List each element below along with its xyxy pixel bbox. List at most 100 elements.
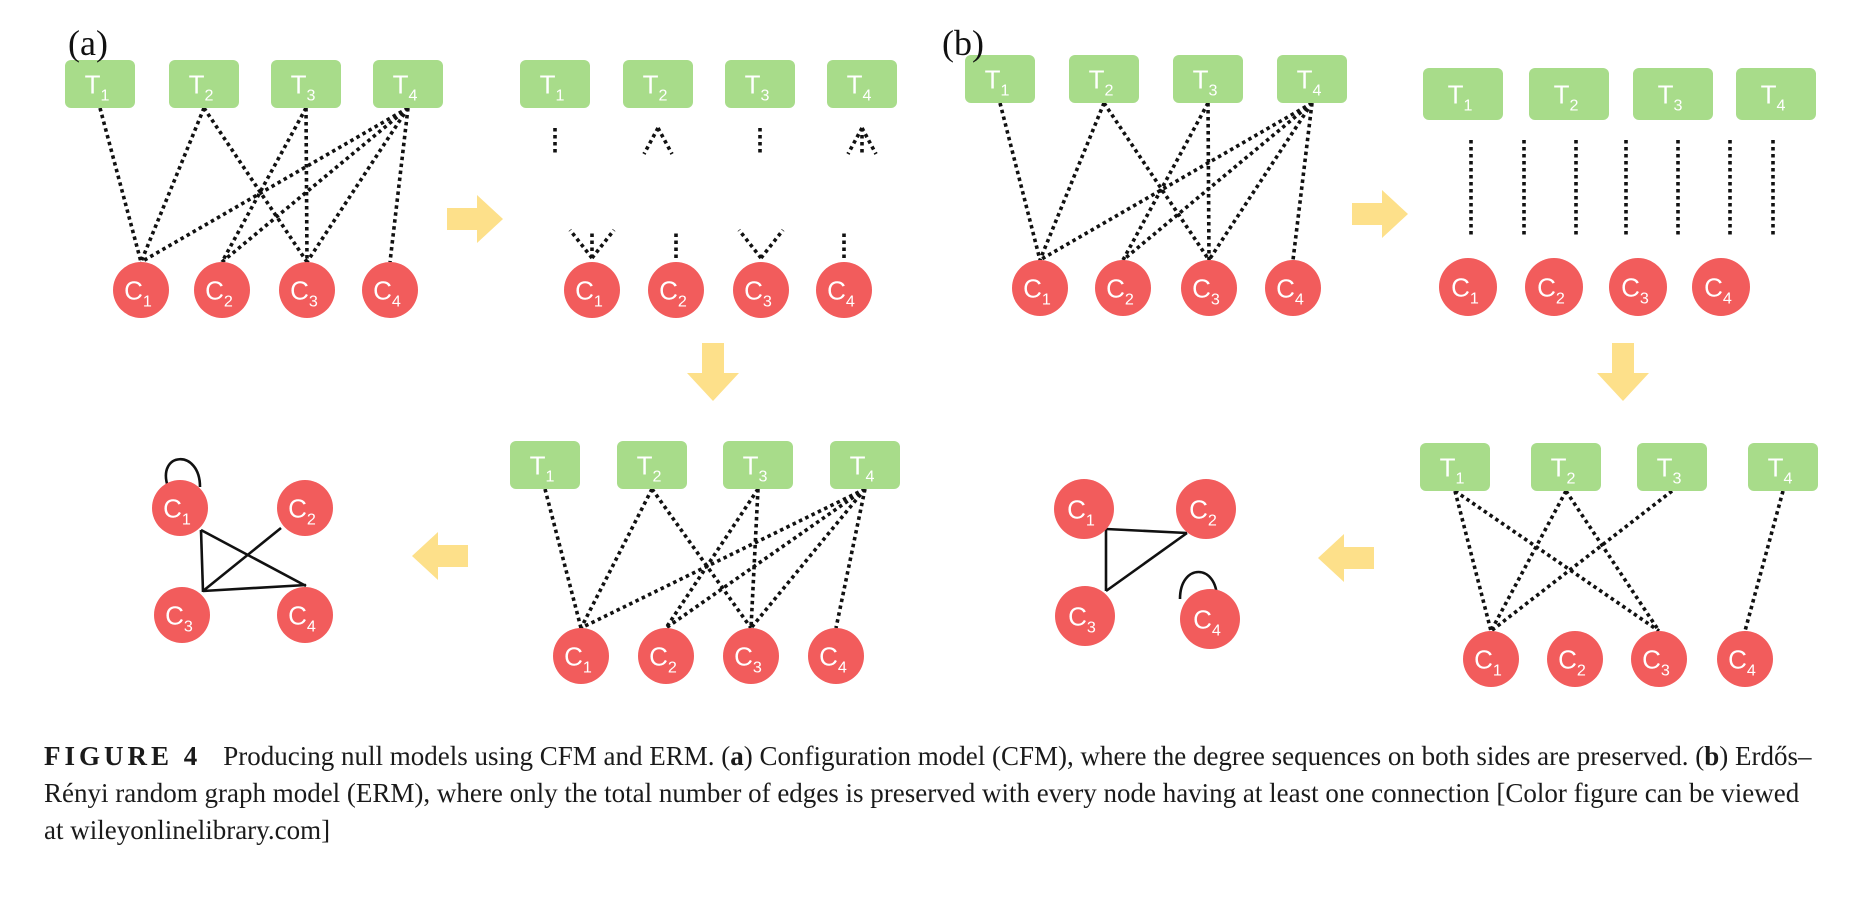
t-node-box: [1633, 68, 1713, 120]
dotted-edge: [834, 488, 867, 629]
dotted-edge: [140, 106, 409, 264]
t-node-box: [1529, 68, 1609, 120]
svg-text:C2: C2: [659, 275, 687, 310]
C-node-letter: C: [1621, 272, 1640, 302]
C-node-subscript: 2: [224, 293, 233, 311]
C-node-letter: C: [1068, 601, 1087, 631]
T-node-subscript: 1: [1000, 82, 1009, 100]
C-node-subscript: 4: [307, 618, 316, 636]
c-node-circle: [362, 262, 418, 318]
right-arrow-icon: [1352, 190, 1408, 238]
T-node-subscript: 1: [1455, 470, 1464, 488]
C-node-letter: C: [1023, 273, 1042, 303]
solid-edge: [202, 526, 282, 593]
c-node-1: C1: [152, 480, 208, 536]
svg-text:T3: T3: [1658, 79, 1683, 114]
svg-text:T1: T1: [1448, 79, 1473, 114]
T-node-letter: T: [745, 69, 761, 99]
dotted-edge: [1102, 101, 1211, 262]
down-arrow-icon: [1597, 343, 1649, 401]
svg-text:C1: C1: [575, 275, 603, 310]
left-arrow-icon: [412, 532, 468, 580]
C-node-letter: C: [744, 275, 763, 305]
svg-text:T3: T3: [1657, 452, 1682, 487]
C-node-subscript: 4: [1723, 290, 1732, 308]
c-node-circle: [1095, 260, 1151, 316]
t-node-box: [725, 60, 795, 108]
T-node-letter: T: [847, 69, 863, 99]
t-node-box: [723, 441, 793, 489]
dotted-edge: [1039, 101, 1313, 262]
C-node-subscript: 4: [838, 659, 847, 677]
c-node-4: C4: [277, 587, 333, 643]
c-node-4: C4: [1265, 260, 1321, 316]
t-node-1: T1: [1423, 68, 1503, 120]
c-node-4: C4: [362, 262, 418, 318]
c-node-circle: [1463, 631, 1519, 687]
svg-text:C4: C4: [827, 275, 855, 310]
caption-b-letter: b: [1704, 741, 1720, 771]
c-node-circle: [564, 262, 620, 318]
C-node-letter: C: [1192, 273, 1211, 303]
svg-text:T3: T3: [291, 69, 316, 104]
C-node-subscript: 2: [1125, 291, 1134, 309]
caption-b-text: ) Erdős–Rényi random graph model (ERM), …: [44, 741, 1812, 845]
c-node-2: C2: [277, 480, 333, 536]
svg-text:T4: T4: [1761, 79, 1786, 114]
t-node-3: T3: [1637, 443, 1707, 491]
c-node-circle: [1692, 258, 1750, 316]
T-node-letter: T: [189, 69, 205, 99]
C-node-letter: C: [1728, 644, 1747, 674]
C-node-subscript: 3: [753, 659, 762, 677]
c-node-circle: [733, 262, 789, 318]
C-node-letter: C: [373, 275, 392, 305]
C-node-letter: C: [1276, 273, 1295, 303]
C-node-subscript: 4: [846, 293, 855, 311]
figure-label: FIGURE 4: [44, 741, 202, 771]
T-node-letter: T: [1657, 452, 1673, 482]
C-node-subscript: 1: [1086, 512, 1095, 530]
c-node-circle: [1181, 260, 1237, 316]
c-node-2: C2: [1547, 631, 1603, 687]
c-node-circle: [1525, 258, 1583, 316]
C-node-subscript: 4: [1295, 291, 1304, 309]
c-node-circle: [638, 628, 694, 684]
t-node-2: T2: [617, 441, 687, 489]
c-node-3: C3: [154, 587, 210, 643]
dotted-edge: [1453, 489, 1661, 633]
t-node-box: [1420, 443, 1490, 491]
svg-text:T2: T2: [643, 69, 668, 104]
svg-text:T3: T3: [1193, 64, 1218, 99]
t-node-1: T1: [1420, 443, 1490, 491]
t-node-2: T2: [1529, 68, 1609, 120]
c-node-4: C4: [1692, 258, 1750, 316]
c-node-circle: [1265, 260, 1321, 316]
dotted-edge: [998, 102, 1042, 261]
c-node-1: C1: [113, 262, 169, 318]
svg-text:T2: T2: [1554, 79, 1579, 114]
T-node-letter: T: [393, 69, 409, 99]
svg-text:T3: T3: [745, 69, 770, 104]
c-node-circle: [1012, 260, 1068, 316]
c-node-2: C2: [1095, 260, 1151, 316]
C-node-letter: C: [575, 275, 594, 305]
c-node-circle: [152, 480, 208, 536]
dotted-edge: [1121, 102, 1210, 261]
dotted-edge: [846, 127, 864, 155]
T-node-letter: T: [1554, 79, 1570, 109]
T-node-letter: T: [637, 450, 653, 480]
t-node-box: [169, 60, 239, 108]
t-node-1: T1: [965, 55, 1035, 103]
C-node-subscript: 4: [392, 293, 401, 311]
t-node-box: [1637, 443, 1707, 491]
dotted-edge: [650, 487, 753, 630]
T-node-letter: T: [1193, 64, 1209, 94]
t-node-4: T4: [1748, 443, 1818, 491]
dotted-edge: [749, 487, 867, 630]
svg-text:C2: C2: [1537, 272, 1565, 307]
c-node-3: C3: [1631, 631, 1687, 687]
solid-edge: [202, 583, 307, 593]
T-node-letter: T: [743, 450, 759, 480]
svg-text:C3: C3: [1621, 272, 1649, 307]
